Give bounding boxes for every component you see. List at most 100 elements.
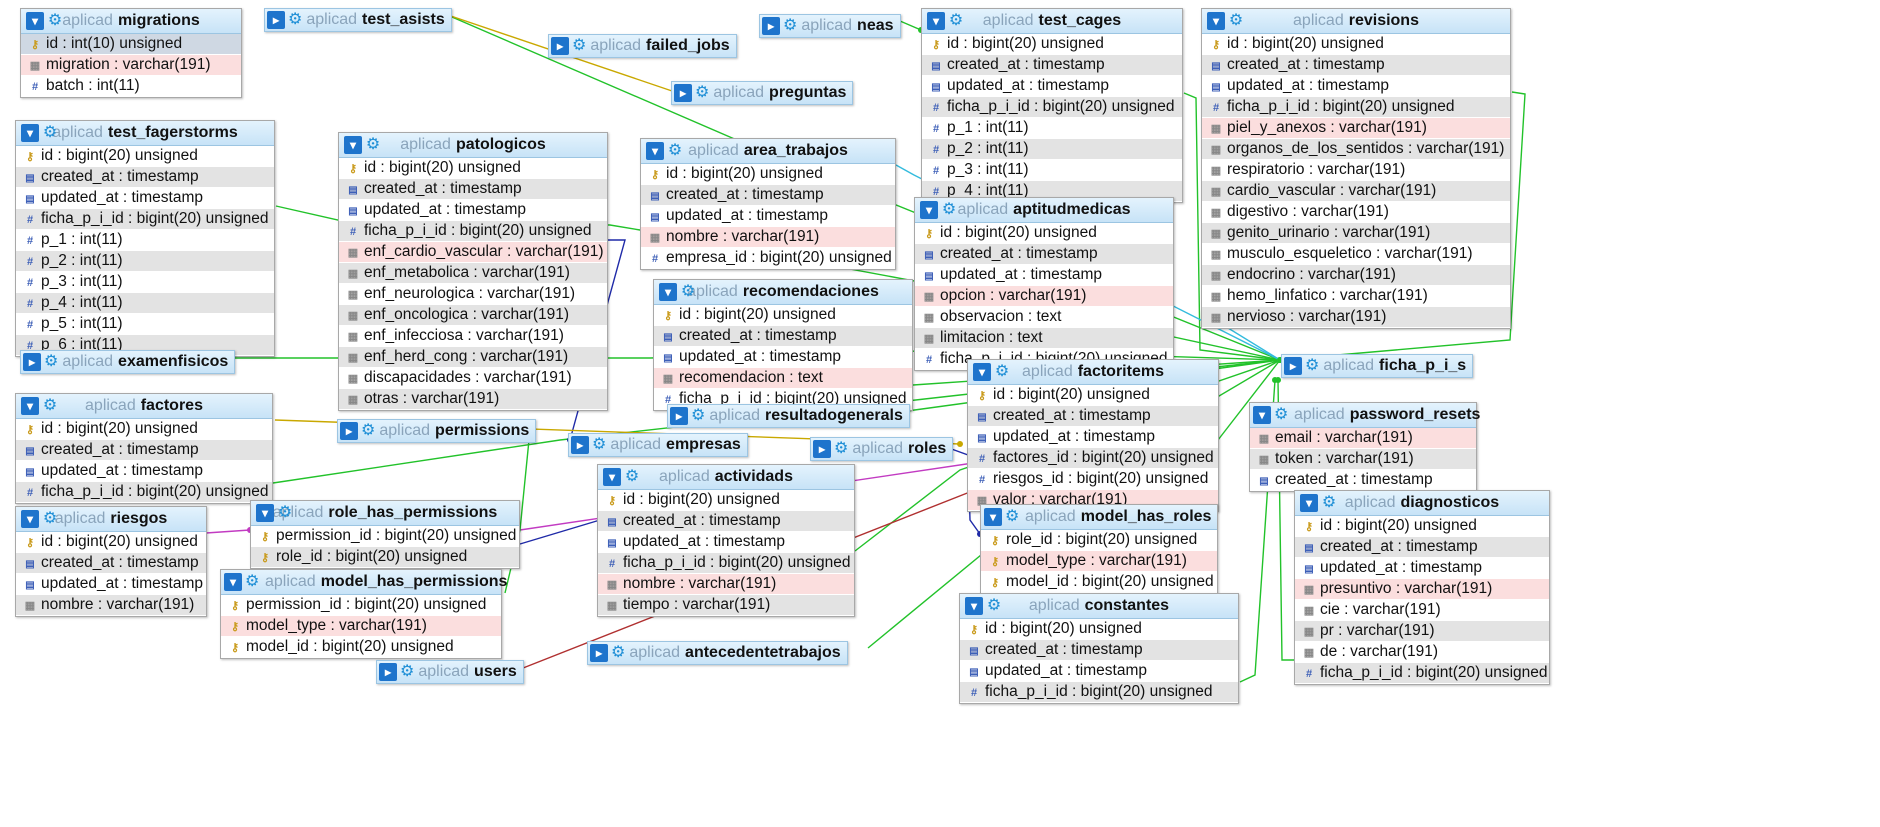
column-row[interactable]: ▤updated_at : timestamp [1295, 558, 1549, 579]
table-name[interactable]: factores [140, 397, 203, 414]
column-row[interactable]: ▦enf_oncologica : varchar(191) [339, 305, 607, 326]
gear-icon[interactable]: ⚙ [1005, 507, 1020, 525]
column-row[interactable]: ⚷id : bigint(20) unsigned [968, 385, 1218, 406]
expand-toggle-icon[interactable]: ▸ [551, 37, 569, 55]
column-row[interactable]: #p_5 : int(11) [16, 314, 274, 335]
column-row[interactable]: ▦cie : varchar(191) [1295, 600, 1549, 621]
column-row[interactable]: ▦organos_de_los_sentidos : varchar(191) [1202, 139, 1510, 160]
column-row[interactable]: ▦digestivo : varchar(191) [1202, 202, 1510, 223]
column-row[interactable]: ▤updated_at : timestamp [339, 200, 607, 221]
expand-toggle-icon[interactable]: ▸ [379, 663, 397, 681]
column-row[interactable]: ▤created_at : timestamp [960, 640, 1238, 661]
column-row[interactable]: ⚷model_type : varchar(191) [221, 616, 501, 637]
gear-icon[interactable]: ⚙ [42, 509, 58, 527]
gear-icon[interactable]: ⚙ [42, 396, 58, 414]
gear-icon[interactable]: ⚙ [361, 422, 376, 439]
column-row[interactable]: ▤created_at : timestamp [16, 167, 274, 188]
expand-toggle-icon[interactable]: ▸ [23, 353, 41, 371]
gear-icon[interactable]: ⚙ [667, 141, 683, 159]
column-row[interactable]: ▦enf_metabolica : varchar(191) [339, 263, 607, 284]
column-row[interactable]: ▤created_at : timestamp [1295, 537, 1549, 558]
collapse-toggle-icon[interactable]: ▾ [927, 11, 945, 30]
gear-icon[interactable]: ⚙ [1274, 405, 1289, 423]
collapse-toggle-icon[interactable]: ▾ [965, 596, 983, 615]
table-name[interactable]: test_fagerstorms [107, 124, 238, 141]
column-row[interactable]: ⚷id : bigint(20) unsigned [16, 532, 206, 553]
column-row[interactable]: #p_4 : int(11) [16, 293, 274, 314]
column-row[interactable]: ▤updated_at : timestamp [641, 206, 895, 227]
column-row[interactable]: ⚷id : bigint(20) unsigned [339, 158, 607, 179]
table-name[interactable]: role_has_permissions [328, 504, 498, 521]
column-row[interactable]: ▦presuntivo : varchar(191) [1295, 579, 1549, 600]
collapse-toggle-icon[interactable]: ▾ [21, 509, 39, 528]
table-name[interactable]: riesgos [110, 510, 168, 527]
table-name[interactable]: model_has_roles [1080, 508, 1212, 525]
column-row[interactable]: ⚷id : bigint(20) unsigned [598, 490, 854, 511]
collapse-toggle-icon[interactable]: ▾ [256, 503, 274, 522]
collapse-toggle-icon[interactable]: ▾ [1300, 493, 1318, 512]
collapse-toggle-icon[interactable]: ▾ [26, 11, 44, 30]
table-name[interactable]: migrations [117, 12, 200, 29]
gear-icon[interactable]: ⚙ [1321, 493, 1337, 511]
collapse-toggle-icon[interactable]: ▾ [1253, 405, 1271, 424]
expand-toggle-icon[interactable]: ▸ [267, 11, 285, 29]
column-row[interactable]: ▦genito_urinario : varchar(191) [1202, 223, 1510, 244]
table-name[interactable]: test_asists [362, 11, 445, 29]
column-row[interactable]: ▤created_at : timestamp [16, 553, 206, 574]
expand-toggle-icon[interactable]: ▸ [813, 440, 831, 458]
column-row[interactable]: ▦de : varchar(191) [1295, 642, 1549, 663]
gear-icon[interactable]: ⚙ [365, 135, 381, 153]
gear-icon[interactable]: ⚙ [691, 407, 706, 424]
expand-toggle-icon[interactable]: ▸ [1284, 357, 1302, 375]
column-row[interactable]: #ficha_p_i_id : bigint(20) unsigned [16, 209, 274, 230]
gear-icon[interactable]: ⚙ [592, 436, 607, 453]
collapse-toggle-icon[interactable]: ▾ [984, 507, 1002, 526]
gear-icon[interactable]: ⚙ [994, 362, 1010, 380]
collapse-toggle-icon[interactable]: ▾ [21, 396, 39, 415]
column-row[interactable]: ▦enf_neurologica : varchar(191) [339, 284, 607, 305]
table-name[interactable]: password_resets [1349, 406, 1481, 423]
table-name[interactable]: diagnosticos [1400, 494, 1500, 511]
column-row[interactable]: ▦tiempo : varchar(191) [598, 595, 854, 616]
column-row[interactable]: ▦musculo_esqueletico : varchar(191) [1202, 244, 1510, 265]
column-row[interactable]: ⚷id : bigint(20) unsigned [654, 305, 912, 326]
gear-icon[interactable]: ⚙ [680, 282, 696, 300]
column-row[interactable]: ▤created_at : timestamp [968, 406, 1218, 427]
gear-icon[interactable]: ⚙ [695, 84, 710, 101]
column-row[interactable]: #factores_id : bigint(20) unsigned [968, 448, 1218, 469]
column-row[interactable]: #ficha_p_i_id : bigint(20) unsigned [1202, 97, 1510, 118]
column-row[interactable]: ▦endocrino : varchar(191) [1202, 265, 1510, 286]
collapse-toggle-icon[interactable]: ▾ [603, 467, 621, 486]
column-row[interactable]: ▤updated_at : timestamp [968, 427, 1218, 448]
column-row[interactable]: ▦cardio_vascular : varchar(191) [1202, 181, 1510, 202]
column-row[interactable]: ⚷id : int(10) unsigned [21, 34, 241, 55]
table-name[interactable]: revisions [1348, 12, 1419, 29]
column-row[interactable]: ▦token : varchar(191) [1250, 449, 1476, 470]
column-row[interactable]: ⚷role_id : bigint(20) unsigned [251, 547, 519, 568]
column-row[interactable]: ▤created_at : timestamp [654, 326, 912, 347]
column-row[interactable]: ▦limitacion : text [915, 328, 1173, 349]
column-row[interactable]: ▦respiratorio : varchar(191) [1202, 160, 1510, 181]
table-name[interactable]: test_cages [1038, 12, 1122, 29]
gear-icon[interactable]: ⚙ [245, 572, 260, 590]
